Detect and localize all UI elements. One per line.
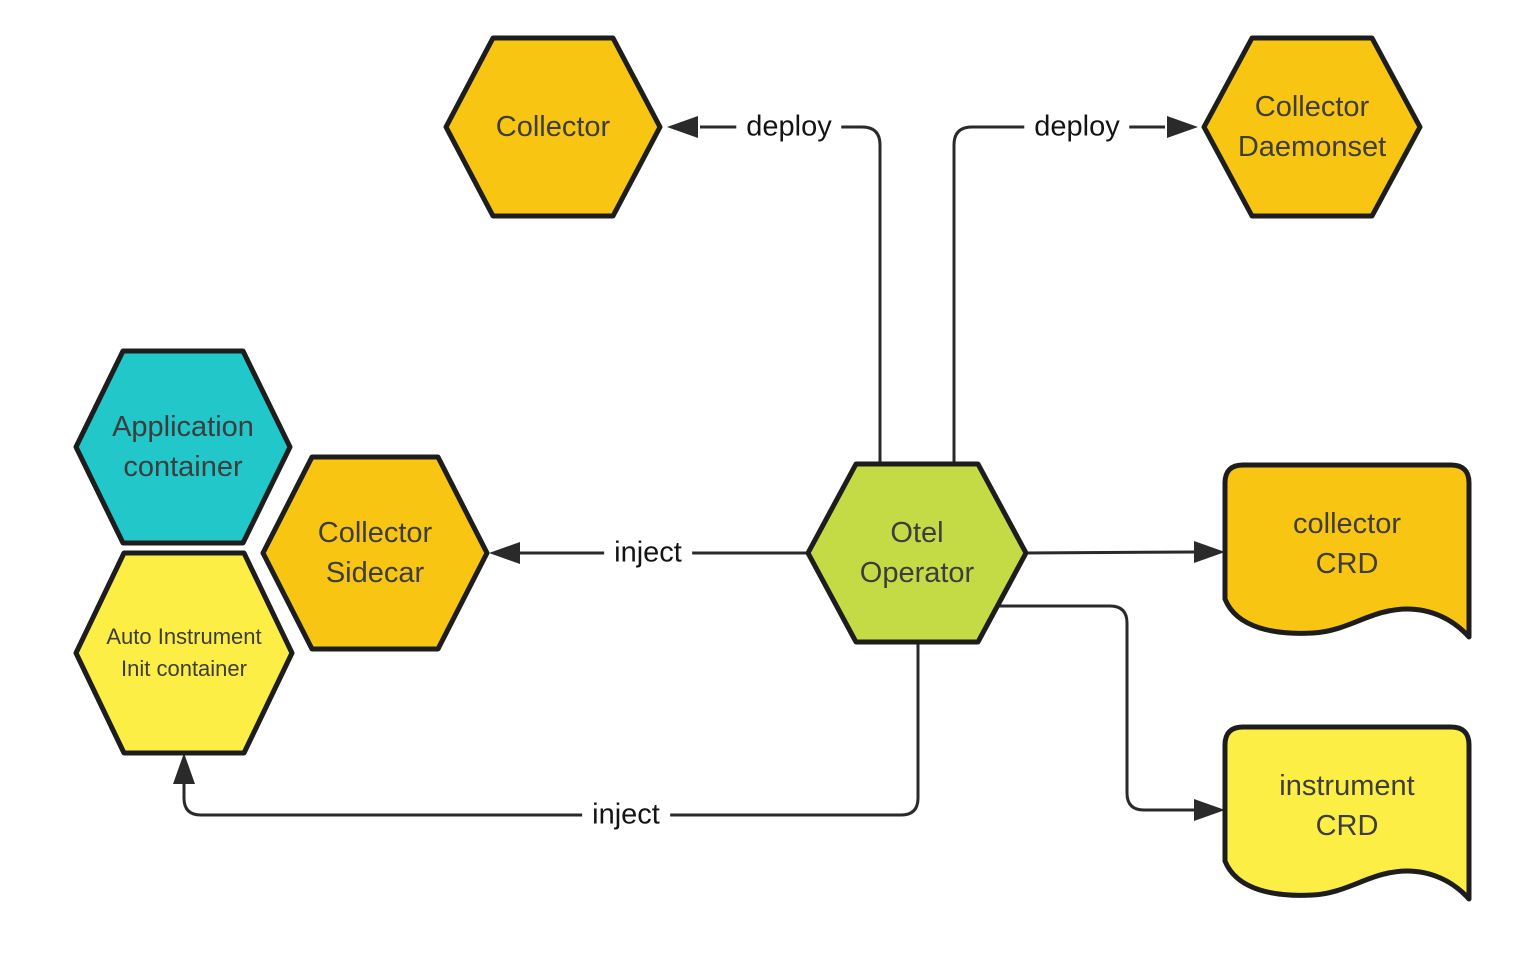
node-auto-instrument-init: Auto Instrument Init container	[72, 549, 296, 757]
hexagon-shape	[260, 454, 490, 652]
arrowhead-deploy-daemonset	[1167, 116, 1198, 138]
node-collector: Collector	[442, 34, 664, 220]
document-shape	[1222, 724, 1472, 902]
arrowhead-inject-init	[173, 753, 195, 784]
edge-label-deploy-daemonset: deploy	[1024, 109, 1130, 145]
hexagon-shape	[73, 550, 295, 756]
edge-deploy-collector	[700, 125, 882, 470]
hexagon-shape	[1201, 35, 1423, 219]
arrowhead-deploy-collector	[667, 116, 698, 138]
node-collector-daemonset: Collector Daemonset	[1200, 34, 1424, 220]
edge-instrument-crd	[995, 604, 1196, 812]
hexagon-shape	[443, 35, 663, 219]
node-application-container: Application container	[72, 347, 294, 547]
edge-label-inject-init: inject	[582, 797, 670, 833]
hexagon-shape	[73, 348, 293, 546]
node-otel-operator: Otel Operator	[804, 460, 1030, 646]
edge-deploy-daemonset	[952, 125, 1165, 470]
edge-label-deploy-collector: deploy	[736, 109, 842, 145]
node-otel-operator-label: Otel Operator	[859, 516, 975, 589]
hexagon-shape	[805, 461, 1029, 645]
node-application-container-label: Application container	[112, 410, 254, 483]
node-collector-crd: collector CRD	[1221, 461, 1473, 643]
edge-inject-init	[182, 640, 920, 817]
edge-label-inject-sidecar: inject	[604, 535, 692, 571]
node-auto-instrument-init-label: Auto Instrument Init container	[106, 624, 262, 681]
arrowhead-collector-crd	[1194, 541, 1225, 563]
document-shape	[1222, 462, 1472, 640]
arrowhead-inject-sidecar	[489, 542, 520, 564]
node-instrument-crd-label: instrument CRD	[1279, 769, 1415, 842]
arrowhead-instrument-crd	[1194, 799, 1225, 821]
node-instrument-crd: instrument CRD	[1221, 723, 1473, 905]
node-collector-crd-label: collector CRD	[1293, 507, 1401, 580]
node-collector-daemonset-label: Collector Daemonset	[1237, 90, 1387, 163]
node-collector-label: Collector	[495, 110, 611, 143]
node-collector-sidecar: Collector Sidecar	[259, 453, 491, 653]
node-collector-sidecar-label: Collector Sidecar	[317, 516, 433, 589]
edge-collector-crd	[1024, 550, 1197, 555]
